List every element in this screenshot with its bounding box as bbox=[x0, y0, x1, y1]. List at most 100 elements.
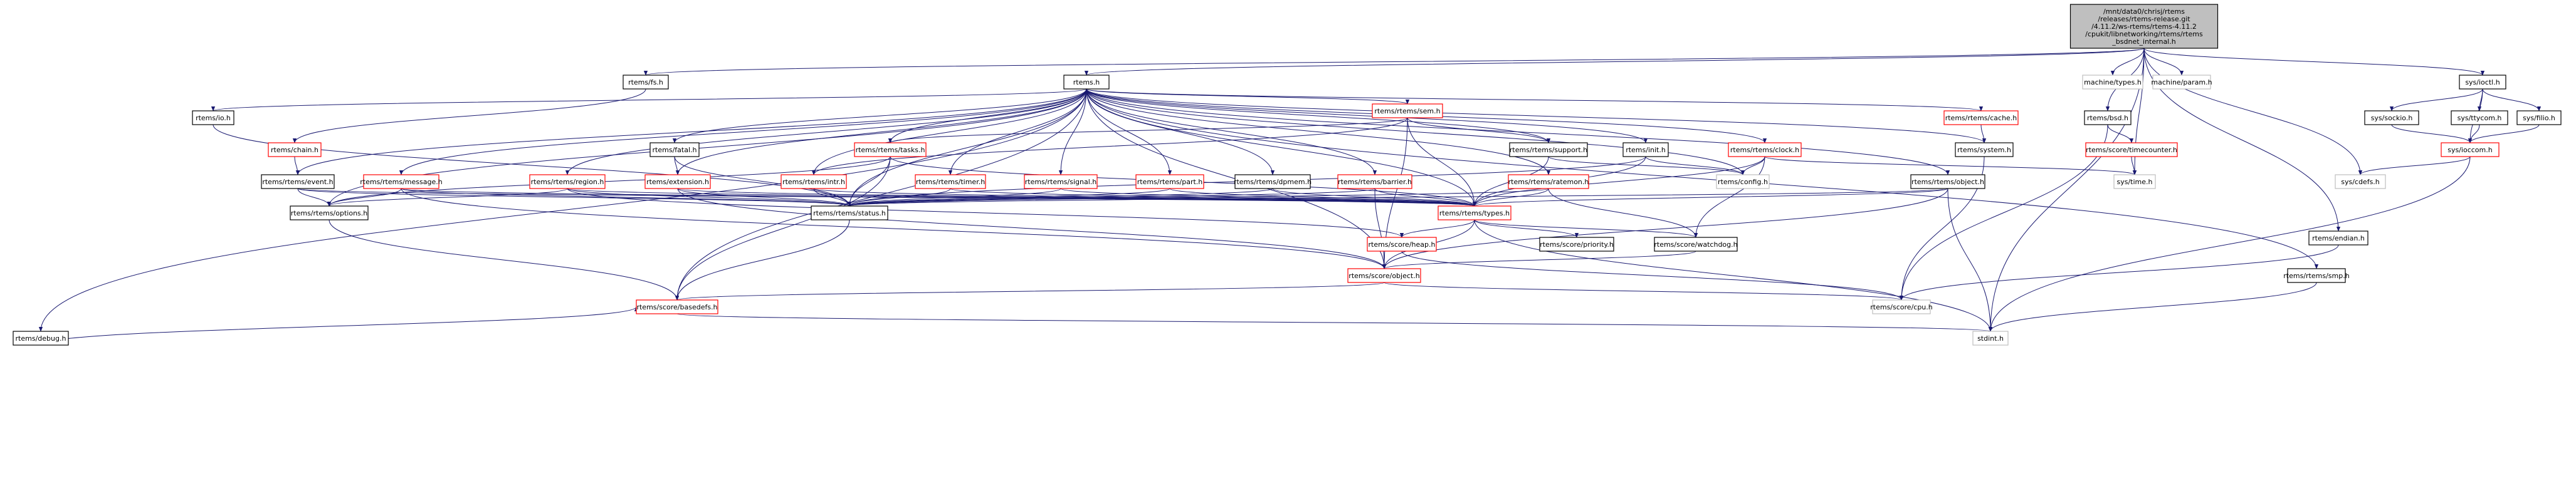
node-object[interactable]: rtems/rtems/object.h bbox=[1910, 174, 1985, 189]
node-timecounter[interactable]: rtems/score/timecounter.h bbox=[2085, 142, 2178, 157]
node-box bbox=[1910, 174, 1985, 189]
node-bsd[interactable]: rtems/bsd.h bbox=[2084, 110, 2132, 125]
edge-rtems-to-extension bbox=[675, 88, 1087, 175]
node-region[interactable]: rtems/rtems/region.h bbox=[529, 174, 606, 189]
node-barrier[interactable]: rtems/rtems/barrier.h bbox=[1337, 174, 1412, 189]
node-endian[interactable]: rtems/endian.h bbox=[2308, 230, 2368, 246]
node-extension[interactable]: rtems/extension.h bbox=[644, 174, 711, 189]
edge-root-to-fs bbox=[644, 48, 2145, 76]
node-ratemon[interactable]: rtems/rtems/ratemon.h bbox=[1508, 174, 1589, 189]
node-tasks[interactable]: rtems/rtems/tasks.h bbox=[854, 142, 927, 157]
node-cdefs[interactable]: sys/cdefs.h bbox=[2335, 174, 2386, 189]
edge-cache-to-system bbox=[1980, 124, 1987, 143]
node-fatal[interactable]: rtems/fatal.h bbox=[649, 142, 700, 157]
node-status[interactable]: rtems/rtems/status.h bbox=[811, 205, 888, 220]
edge-rtems-to-io bbox=[211, 88, 1087, 111]
node-basedefs[interactable]: rtems/score/basedefs.h bbox=[636, 299, 718, 314]
edge-rtems-to-timer bbox=[948, 88, 1087, 175]
edge-sem-to-types bbox=[1407, 117, 1477, 207]
node-label: rtems/extension.h bbox=[646, 178, 709, 186]
node-box bbox=[1539, 237, 1614, 252]
edge-extension-to-status bbox=[677, 188, 852, 207]
node-cpu[interactable]: rtems/score/cpu.h bbox=[1870, 299, 1933, 314]
node-systime[interactable]: sys/time.h bbox=[2113, 174, 2156, 189]
node-message[interactable]: rtems/rtems/message.h bbox=[360, 174, 443, 189]
node-box bbox=[1234, 174, 1311, 189]
edge-object-to-sobject bbox=[1382, 188, 1948, 269]
node-box bbox=[363, 174, 439, 189]
node-support[interactable]: rtems/rtems/support.h bbox=[1509, 142, 1588, 157]
edge-rtems-to-region bbox=[565, 88, 1087, 175]
edge-dpmem-to-status bbox=[848, 188, 1273, 207]
node-event[interactable]: rtems/rtems/event.h bbox=[261, 174, 335, 189]
node-sobject[interactable]: rtems/score/object.h bbox=[1347, 268, 1421, 283]
node-label: rtems/rtems/status.h bbox=[813, 209, 886, 217]
edges-layer bbox=[38, 48, 2542, 346]
node-box bbox=[2335, 174, 2386, 189]
node-fs[interactable]: rtems/fs.h bbox=[623, 75, 669, 90]
node-box bbox=[2084, 110, 2132, 125]
node-heap[interactable]: rtems/score/heap.h bbox=[1367, 237, 1437, 252]
node-sem[interactable]: rtems/rtems/sem.h bbox=[1372, 103, 1443, 118]
edge-sem-to-support bbox=[1407, 117, 1551, 143]
node-options[interactable]: rtems/rtems/options.h bbox=[290, 205, 369, 220]
node-box bbox=[2459, 75, 2506, 90]
node-label: /cpukit/libnetworking/rtems/rtems bbox=[2085, 30, 2203, 38]
node-mparam[interactable]: machine/param.h bbox=[2151, 75, 2212, 90]
node-box bbox=[2085, 142, 2178, 157]
node-system[interactable]: rtems/system.h bbox=[1955, 142, 2014, 157]
node-label: rtems/endian.h bbox=[2312, 234, 2365, 242]
edge-rtems-to-sem bbox=[1086, 88, 1409, 105]
edge-rtems-to-smp bbox=[1086, 88, 2319, 269]
node-label: rtems/rtems/tasks.h bbox=[856, 146, 925, 154]
node-box bbox=[1622, 142, 1669, 157]
node-config[interactable]: rtems/config.h bbox=[1716, 174, 1770, 189]
node-ttycom[interactable]: sys/ttycom.h bbox=[2451, 110, 2508, 125]
edge-types-to-stdint bbox=[1474, 219, 1993, 332]
node-clock[interactable]: rtems/rtems/clock.h bbox=[1728, 142, 1802, 157]
node-label: /mnt/data0/chrisj/rtems bbox=[2103, 8, 2185, 16]
node-intr[interactable]: rtems/rtems/intr.h bbox=[781, 174, 847, 189]
node-io[interactable]: rtems/io.h bbox=[192, 110, 234, 125]
node-filio[interactable]: sys/filio.h bbox=[2516, 110, 2562, 125]
edge-barrier-to-status bbox=[848, 188, 1375, 207]
node-cache[interactable]: rtems/rtems/cache.h bbox=[1943, 110, 2019, 125]
node-box bbox=[781, 174, 847, 189]
edge-signal-to-types bbox=[1060, 188, 1476, 207]
edge-event-to-options bbox=[297, 188, 332, 207]
node-chain[interactable]: rtems/chain.h bbox=[268, 142, 322, 157]
edge-timer-to-status bbox=[847, 188, 951, 207]
edge-extension-to-types bbox=[677, 188, 1476, 207]
edge-bsd-to-timecounter bbox=[2107, 124, 2134, 143]
node-box bbox=[1063, 75, 1110, 90]
node-ioctl[interactable]: sys/ioctl.h bbox=[2459, 75, 2506, 90]
node-rtems[interactable]: rtems.h bbox=[1063, 75, 1110, 90]
edge-ioccom-to-stdint bbox=[1988, 156, 2471, 332]
node-types[interactable]: rtems/rtems/types.h bbox=[1438, 205, 1511, 220]
node-watchdog[interactable]: rtems/score/watchdog.h bbox=[1654, 237, 1738, 252]
node-box bbox=[2152, 75, 2211, 90]
node-init[interactable]: rtems/init.h bbox=[1622, 142, 1669, 157]
node-signal[interactable]: rtems/rtems/signal.h bbox=[1024, 174, 1098, 189]
node-label: sys/ioctl.h bbox=[2465, 78, 2500, 86]
node-sockio[interactable]: sys/sockio.h bbox=[2364, 110, 2419, 125]
node-debug[interactable]: rtems/debug.h bbox=[13, 331, 69, 346]
node-part[interactable]: rtems/rtems/part.h bbox=[1135, 174, 1204, 189]
edge-root-to-ioctl bbox=[2143, 48, 2485, 76]
node-priority[interactable]: rtems/score/priority.h bbox=[1539, 237, 1614, 252]
nodes-layer: /mnt/data0/chrisj/rtems/releases/rtems-r… bbox=[13, 4, 2562, 346]
node-label: rtems/rtems/options.h bbox=[291, 209, 368, 217]
node-stdint[interactable]: stdint.h bbox=[1972, 331, 2009, 346]
node-box bbox=[1372, 103, 1443, 118]
edge-heap-to-cpu bbox=[1401, 251, 1904, 301]
node-box bbox=[1438, 205, 1511, 220]
node-label: /releases/rtems-release.git bbox=[2098, 15, 2190, 23]
node-mtypes[interactable]: machine/types.h bbox=[2082, 75, 2143, 90]
node-timer[interactable]: rtems/rtems/timer.h bbox=[915, 174, 986, 189]
node-ioccom[interactable]: sys/ioccom.h bbox=[2441, 142, 2500, 157]
node-smp[interactable]: rtems/rtems/smp.h bbox=[2283, 268, 2350, 283]
node-dpmem[interactable]: rtems/rtems/dpmem.h bbox=[1234, 174, 1312, 189]
node-label: rtems/fatal.h bbox=[653, 146, 697, 154]
node-box bbox=[2308, 230, 2368, 246]
